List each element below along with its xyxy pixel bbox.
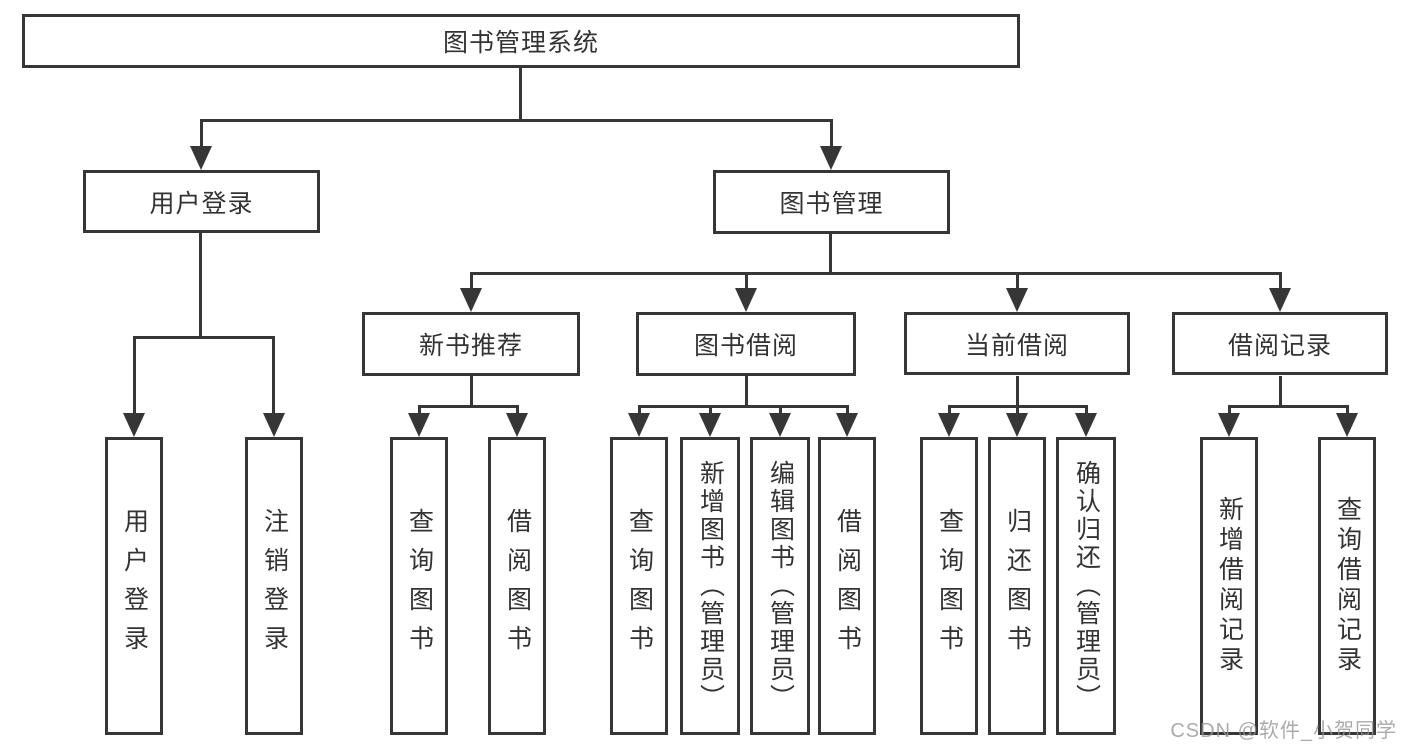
connector-stem-leaf-query-books-current: [948, 405, 951, 419]
arrowhead-leaf-query-books-recommend: [408, 413, 430, 437]
connector-book-borrow-stem: [745, 376, 748, 407]
leaf-add-borrow-record: 新增借阅记录: [1200, 437, 1258, 735]
connector-user-login-stem: [199, 233, 202, 338]
node-label: 用户登录: [149, 189, 254, 218]
connector-stem-leaf-edit-books-admin: [779, 405, 782, 419]
arrowhead-leaf-logout: [263, 413, 285, 437]
leaf-label: 新增图书（管理员）: [696, 460, 725, 712]
node-label: 当前借阅: [964, 331, 1069, 360]
leaf-confirm-return-admin: 确认归还（管理员）: [1056, 437, 1116, 735]
leaf-label: 确认归还（管理员）: [1072, 460, 1101, 712]
connector-stem-leaf-add-borrow-record: [1228, 405, 1231, 419]
leaf-query-books-recommend: 查询图书: [390, 437, 448, 735]
arrowhead-leaf-confirm-return-admin: [1075, 413, 1097, 437]
arrowhead-leaf-query-books-current: [938, 413, 960, 437]
leaf-edit-books-admin: 编辑图书（管理员）: [750, 437, 810, 735]
node-label: 图书管理系统: [442, 29, 599, 57]
arrowhead-borrow-records: [1269, 288, 1291, 312]
node-label: 新书推荐: [418, 332, 523, 360]
node-label: 借阅记录: [1227, 331, 1332, 360]
arrowhead-leaf-borrow-books-borrow: [836, 413, 858, 437]
leaf-label: 借阅图书: [833, 508, 862, 664]
arrowhead-leaf-query-borrow-record: [1336, 413, 1358, 437]
connector-stem-new-book-recommend: [470, 272, 473, 292]
node-new-book-recommend: 新书推荐: [362, 312, 580, 376]
arrowhead-leaf-query-books-borrow: [628, 413, 650, 437]
leaf-add-books-admin: 新增图书（管理员）: [680, 437, 740, 735]
connector-current-borrow-stem: [1016, 376, 1019, 407]
leaf-label: 查询借阅记录: [1333, 496, 1362, 676]
node-book-borrow: 图书借阅: [636, 312, 856, 376]
connector-stem-leaf-query-borrow-record: [1346, 405, 1349, 419]
node-borrow-records: 借阅记录: [1172, 312, 1388, 375]
connector-stem-leaf-borrow-books-borrow: [846, 405, 849, 419]
connector-stem-leaf-query-books-recommend: [418, 405, 421, 419]
leaf-label: 注销登录: [260, 508, 289, 664]
connector-stem-leaf-add-books-admin: [709, 405, 712, 419]
leaf-query-borrow-record: 查询借阅记录: [1318, 437, 1376, 735]
arrowhead-book-borrow: [735, 288, 757, 312]
leaf-label: 查询图书: [625, 508, 654, 664]
arrowhead-leaf-user-login: [123, 413, 145, 437]
csdn-watermark: CSDN @软件_小贺同学: [1170, 720, 1397, 742]
leaf-label: 新增借阅记录: [1215, 496, 1244, 676]
connector-stem-leaf-user-login: [133, 336, 136, 417]
leaf-user-login: 用户登录: [105, 437, 163, 735]
connector-new-book-recommend-bus: [418, 405, 519, 408]
connector-stem-leaf-borrow-books-recommend: [516, 405, 519, 419]
arrowhead-leaf-edit-books-admin: [769, 413, 791, 437]
leaf-query-books-borrow: 查询图书: [610, 437, 668, 735]
connector-new-book-recommend-stem: [470, 376, 473, 407]
node-label: 图书管理: [779, 190, 884, 218]
connector-stem-leaf-logout: [272, 336, 275, 417]
connector-stem-leaf-return-books: [1016, 405, 1019, 419]
connector-stem-book-management: [830, 119, 833, 152]
node-user-login: 用户登录: [83, 170, 320, 233]
node-root: 图书管理系统: [22, 14, 1020, 68]
arrowhead-book-management: [820, 146, 842, 170]
leaf-label: 归还图书: [1003, 508, 1032, 664]
leaf-borrow-books-borrow: 借阅图书: [818, 437, 876, 735]
connector-user-login-bus: [133, 336, 275, 339]
leaf-label: 用户登录: [120, 508, 149, 664]
arrowhead-leaf-add-books-admin: [699, 413, 721, 437]
arrowhead-leaf-add-borrow-record: [1218, 413, 1240, 437]
arrowhead-leaf-borrow-books-recommend: [506, 413, 528, 437]
leaf-label: 查询图书: [405, 508, 434, 664]
arrowhead-leaf-return-books: [1006, 413, 1028, 437]
node-book-management: 图书管理: [713, 170, 950, 234]
connector-book-borrow-bus: [638, 405, 849, 408]
leaf-label: 查询图书: [935, 508, 964, 664]
leaf-label: 借阅图书: [503, 508, 532, 664]
arrowhead-new-book-recommend: [460, 288, 482, 312]
connector-stem-user-login: [200, 119, 203, 152]
connector-book-management-bus: [470, 272, 1282, 275]
node-current-borrow: 当前借阅: [904, 312, 1130, 375]
connector-stem-book-borrow: [745, 272, 748, 292]
arrowhead-current-borrow: [1006, 288, 1028, 312]
leaf-return-books: 归还图书: [988, 437, 1046, 735]
connector-stem-current-borrow: [1016, 272, 1019, 292]
connector-borrow-records-bus: [1228, 405, 1349, 408]
arrowhead-user-login: [190, 146, 212, 170]
node-label: 图书借阅: [693, 332, 798, 360]
connector-borrow-records-stem: [1279, 376, 1282, 407]
leaf-label: 编辑图书（管理员）: [766, 460, 795, 712]
leaf-logout: 注销登录: [245, 437, 303, 735]
connector-root-stem: [519, 68, 522, 122]
connector-root-bus: [200, 119, 833, 122]
connector-stem-borrow-records: [1279, 272, 1282, 292]
connector-book-management-stem: [829, 233, 832, 274]
connector-stem-leaf-query-books-borrow: [638, 405, 641, 419]
leaf-borrow-books-recommend: 借阅图书: [488, 437, 546, 735]
leaf-query-books-current: 查询图书: [920, 437, 978, 735]
connector-stem-leaf-confirm-return-admin: [1085, 405, 1088, 419]
